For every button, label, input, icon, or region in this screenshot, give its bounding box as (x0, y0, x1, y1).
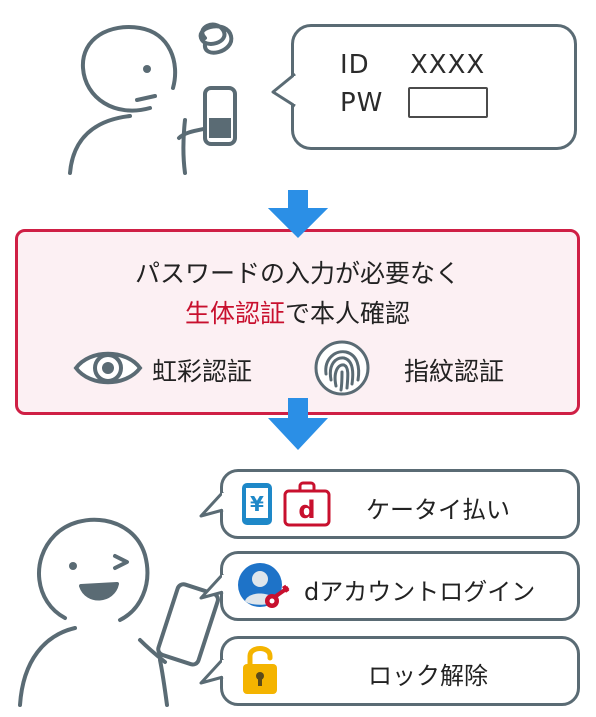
iris-auth-label: 虹彩認証 (152, 357, 253, 386)
speech-bubble-tail (271, 72, 298, 108)
happy-person-illustration (18, 517, 220, 707)
auth-line-2-rest: で本人確認 (285, 299, 411, 328)
unlock-label: ロック解除 (368, 662, 488, 690)
option-bubble-tail-3 (199, 657, 226, 685)
padlock-open-icon (243, 646, 277, 694)
down-arrow-2 (268, 398, 328, 450)
auth-line-1: パスワードの入力が必要なく (134, 259, 460, 288)
svg-text:d: d (298, 496, 315, 524)
option-bubble-tail-1 (199, 490, 226, 518)
mobile-payment-label: ケータイ払い (366, 496, 510, 524)
password-field (408, 87, 488, 118)
pw-label: PW (340, 88, 384, 118)
yen-phone-icon: ¥ (242, 483, 272, 525)
auth-line-2: 生体認証で本人確認 (15, 294, 580, 330)
id-label: ID (340, 50, 370, 80)
down-arrow-tip (268, 190, 328, 238)
id-value: XXXX (410, 50, 486, 80)
user-key-icon (238, 563, 290, 608)
fingerprint-icon (314, 340, 370, 396)
option-bubble-tail-2 (199, 572, 226, 600)
d-wallet-icon: d (283, 481, 331, 527)
fingerprint-auth-label: 指紋認証 (404, 357, 505, 386)
option-mobile-payment (220, 469, 580, 539)
svg-text:¥: ¥ (250, 492, 264, 516)
auth-highlight: 生体認証 (184, 299, 285, 328)
eye-icon (73, 351, 143, 385)
d-account-login-label: dアカウントログイン (304, 578, 536, 606)
confused-person-illustration (68, 22, 237, 175)
